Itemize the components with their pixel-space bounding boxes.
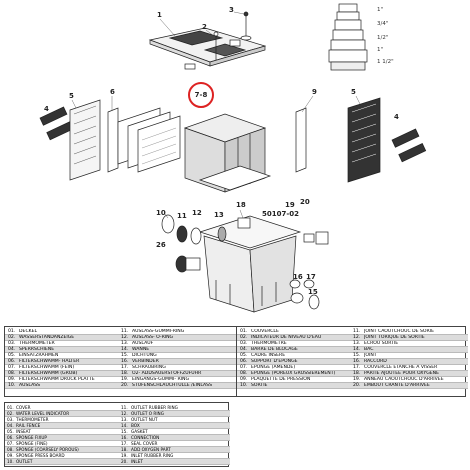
callout-circle xyxy=(188,82,214,108)
part-number-16: 16 xyxy=(293,273,303,281)
part-number-12: 12 xyxy=(192,209,202,217)
part-number-9: 9 xyxy=(312,88,317,96)
part-number-1: 1 xyxy=(157,11,162,19)
part-number-13: 13 xyxy=(214,211,224,219)
part-number-4-right: 4 xyxy=(394,113,399,121)
hose-size-3-4: 3/4" xyxy=(377,21,389,27)
part-number-5-right: 5 xyxy=(351,88,356,96)
part-number-15: 15 xyxy=(308,288,318,296)
legend-row: 07.FILTERSCHWAMM (FEIN)17.SCHRAUBRING xyxy=(5,365,236,371)
hose-size-1b: 1" xyxy=(377,47,384,53)
part-number-26: 26 xyxy=(156,241,166,249)
part-number-17: 17 xyxy=(306,273,316,281)
legend-row: 08.EPONGE (POREUX GROSSIÈREMENT)18.PARTI… xyxy=(237,371,468,377)
hose-size-1-1-2: 1 1/2" xyxy=(377,59,394,65)
filter-box-drawing xyxy=(198,215,302,313)
part-number-19: 19 xyxy=(285,201,295,209)
legend-row: 08.FILTERSCHWAMM (GROB)18.O2- ADDSAUERST… xyxy=(5,371,236,377)
part-number-10: 10 xyxy=(156,209,166,217)
hose-size-1: 1" xyxy=(377,7,384,13)
part-number-20: 20 xyxy=(300,198,310,206)
lid-drawing xyxy=(148,27,267,70)
hose-size-1-2: 1/2" xyxy=(377,35,389,41)
part-number-18: 18 xyxy=(236,201,246,209)
legend-row: 08.SPONGE (COARSELY POROUS)18.ADD OXYGEN… xyxy=(5,447,230,453)
sponge-stack-drawing xyxy=(117,107,181,173)
legend-row: 07.EPONGE (AMENDÉ)17.COUVERCLE ÉTANCHE À… xyxy=(237,365,468,371)
part-number-2: 2 xyxy=(202,23,207,31)
part-number-50107-02: 50107-02 xyxy=(262,210,299,218)
part-number-3: 3 xyxy=(229,6,234,14)
exploded-parts-diagram xyxy=(39,3,427,313)
part-number-6: 6 xyxy=(110,88,115,96)
part-number-4-left: 4 xyxy=(44,105,49,113)
stepped-hose-tail-drawing xyxy=(328,3,368,71)
callout-7-8: 7-8 xyxy=(194,91,208,99)
part-number-5-left: 5 xyxy=(69,92,74,100)
legend-row: 07.SPONGE (FINE)17.SEAL COVER xyxy=(5,441,230,447)
part-number-11: 11 xyxy=(177,212,187,220)
sponge-block-drawing xyxy=(183,113,272,193)
